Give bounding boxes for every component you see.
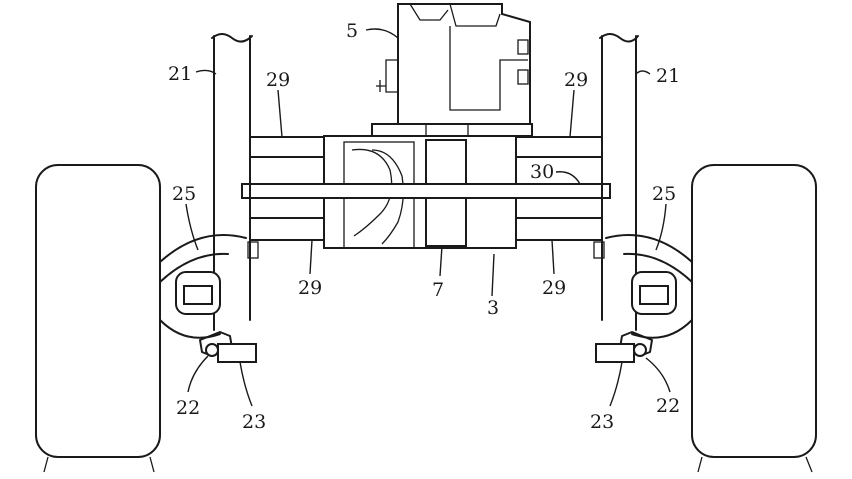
label-21-left: 21	[168, 63, 192, 85]
label-29-bottom-right: 29	[542, 277, 566, 299]
right-hub-assembly	[593, 234, 693, 363]
motor-unit	[371, 3, 533, 137]
label-22-right: 22	[656, 395, 680, 417]
label-25-left: 25	[172, 183, 196, 205]
label-29-top-right: 29	[564, 69, 588, 91]
left-hub-assembly	[159, 234, 259, 363]
label-29-top-left: 29	[266, 69, 290, 91]
cross-member	[241, 183, 611, 199]
label-23-left: 23	[242, 411, 266, 433]
left-wheel	[35, 164, 161, 458]
label-22-left: 22	[176, 397, 200, 419]
label-25-right: 25	[652, 183, 676, 205]
label-23-right: 23	[590, 411, 614, 433]
label-3: 3	[487, 297, 499, 319]
label-21-right: 21	[656, 65, 680, 87]
leader-lines	[185, 28, 671, 407]
right-wheel	[691, 164, 817, 458]
label-30: 30	[530, 161, 554, 183]
label-29-bottom-left: 29	[298, 277, 322, 299]
label-5: 5	[346, 20, 358, 42]
label-7: 7	[432, 279, 444, 301]
